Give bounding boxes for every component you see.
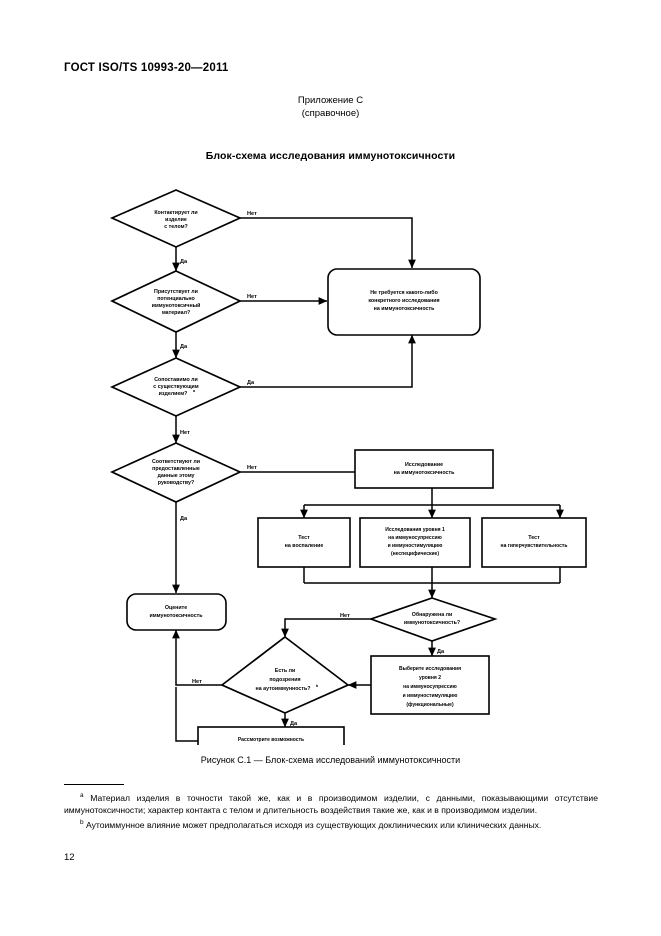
node-d5-line1: Обнаружена ли — [412, 611, 453, 618]
node-study-line1: Исследование — [405, 462, 443, 468]
footnote-b: b Аутоиммунное влияние может предполагат… — [64, 817, 598, 831]
node-level2-line4: и иммуностимуляцию — [403, 693, 459, 699]
node-level2-line3: на иммуносупрессию — [403, 684, 457, 690]
node-level2-line2: уровня 2 — [419, 675, 441, 681]
node-level2-studies: Выберите исследования уровня 2 на иммуно… — [370, 655, 490, 715]
edge-label-d5-no: Нет — [340, 613, 350, 619]
figure-caption: Рисунок С.1 — Блок-схема исследований им… — [200, 755, 461, 765]
footnote-b-text: Аутоиммунное влияние может предполагатьс… — [85, 819, 542, 830]
node-notest-line1: Не требуется какого-либо — [370, 289, 438, 296]
edge-label-d3-yes: Да — [247, 380, 255, 386]
annex-subtitle: (справочное) — [301, 108, 360, 119]
edge-label-d2-yes: Да — [180, 344, 188, 350]
edge-label-d4-yes: Да — [180, 516, 188, 522]
edge-d5-no — [281, 618, 371, 638]
edge-label-d1-yes: Да — [180, 259, 188, 265]
node-d2-line1: Присутствует ли — [154, 289, 198, 295]
node-d4-line1: Соответствуют ли — [152, 459, 200, 465]
node-level1-line3: и иммуностимуляцию — [388, 543, 444, 549]
node-d4-line3: данные этому — [158, 473, 195, 479]
edge-label-d6-yes: Да — [290, 721, 298, 727]
node-level2-line1: Выберите исследования — [399, 665, 461, 672]
page-number: 12 — [64, 852, 75, 863]
immunotoxicity-flowchart: Контактирует ли изделие с телом? Присутс… — [0, 175, 661, 745]
node-hyper-line2: на гиперчувствительность — [501, 543, 568, 549]
section-heading: Блок-схема исследования иммунотоксичност… — [205, 150, 456, 162]
node-inflam-line2: на воспаление — [285, 543, 324, 549]
node-autoimm-line1: Рассмотрите возможность — [238, 737, 304, 743]
standard-header: ГОСТ ISO/TS 10993-20—2011 — [64, 62, 229, 74]
node-d6-line2: подозрения — [269, 677, 300, 683]
edge-d6-no — [172, 629, 222, 686]
footnote-rule — [64, 784, 124, 785]
edge-label-d5-yes: Да — [437, 649, 445, 655]
node-d3-line3: изделием? — [159, 391, 188, 397]
node-immunotoxicity-detected: Обнаружена ли иммунотоксичность? — [368, 597, 498, 642]
edge-label-d1-no: Нет — [247, 211, 257, 217]
node-consider-autoimmune-testing: Рассмотрите возможность исследования на … — [197, 726, 345, 745]
node-immunotoxicity-study: Исследование на иммунотоксичность — [354, 449, 494, 489]
node-d3-line1: Сопоставимо ли — [154, 377, 198, 383]
annex-title: Приложение С — [297, 95, 364, 106]
node-level1-studies: Исследования уровня 1 на иммуносупрессию… — [359, 517, 471, 568]
annex-block: Приложение С (справочное) — [0, 94, 661, 120]
node-d1-line1: Контактирует ли — [154, 210, 197, 216]
node-level1-line1: Исследования уровня 1 — [385, 527, 445, 533]
footnote-a-marker: a — [80, 792, 84, 799]
node-inflam-line1: Тест — [298, 535, 310, 541]
node-notest-line2: конкретного исследования — [368, 298, 439, 304]
node-d1-line3: с телом? — [164, 224, 188, 230]
footnotes: a Материал изделия в точности такой же, … — [64, 790, 598, 831]
edge-label-d3-no: Нет — [180, 430, 190, 436]
edge-label-d4-no: Нет — [247, 465, 257, 471]
footnote-b-marker: b — [80, 818, 84, 826]
footnote-a-text: Материал изделия в точности такой же, ка… — [64, 792, 599, 816]
node-notest-line3: на иммунотоксичность — [374, 306, 435, 312]
node-d1-line2: изделие — [165, 217, 187, 223]
node-hypersensitivity-test: Тест на гиперчувствительность — [481, 517, 587, 568]
node-d2-line2: потенциально — [157, 296, 195, 302]
node-potentially-immunotoxic-material: Присутствует ли потенциально иммунотокси… — [110, 270, 242, 333]
node-autoimmunity-suspicion: Есть ли подозрения на аутоиммунность? b — [220, 635, 350, 714]
node-d4-line2: предоставленные — [152, 466, 200, 472]
node-assess-line2: иммунотоксичность — [149, 613, 203, 619]
node-comparable-to-existing-device: Сопоставимо ли с существующим изделием? … — [109, 357, 243, 417]
node-contacts-body: Контактирует ли изделие с телом? — [109, 189, 243, 248]
node-d3-line2: с существующим — [153, 384, 199, 390]
node-d5-line2: иммунотоксичность? — [404, 620, 460, 626]
node-level1-line4: (неспецифические) — [391, 550, 439, 557]
node-level2-line5: (функциональные) — [406, 701, 454, 708]
node-assess-line1: Оцените — [165, 605, 187, 611]
node-d6-line3: на аутоиммунность? — [256, 686, 311, 692]
node-d2-line3: иммунотоксичный — [152, 302, 201, 309]
edge-label-d6-no: Нет — [192, 679, 202, 685]
edge-d1-no — [240, 217, 416, 269]
node-hyper-line1: Тест — [528, 535, 540, 541]
edge-label-d2-no: Нет — [247, 294, 257, 300]
node-level1-line2: на иммуносупрессию — [388, 535, 442, 541]
node-d4-line4: руководству? — [158, 480, 194, 486]
footnote-a: a Материал изделия в точности такой же, … — [64, 790, 598, 817]
node-inflammation-test: Тест на воспаление — [257, 517, 351, 568]
edge-d3-yes — [240, 334, 416, 388]
node-d6-line1: Есть ли — [275, 668, 295, 674]
node-no-specific-testing-required: Не требуется какого-либо конкретного исс… — [327, 268, 481, 336]
edge-autoimmune-return — [175, 687, 198, 742]
node-d2-line4: материал? — [162, 310, 190, 316]
node-d3-superscript: a — [193, 389, 196, 393]
node-study-line2: на иммунотоксичность — [394, 470, 455, 476]
node-assess-immunotoxicity: Оцените иммунотоксичность — [126, 593, 227, 631]
node-data-meets-guidance: Соответствуют ли предоставленные данные … — [109, 442, 243, 503]
node-d6-superscript: b — [316, 684, 319, 688]
